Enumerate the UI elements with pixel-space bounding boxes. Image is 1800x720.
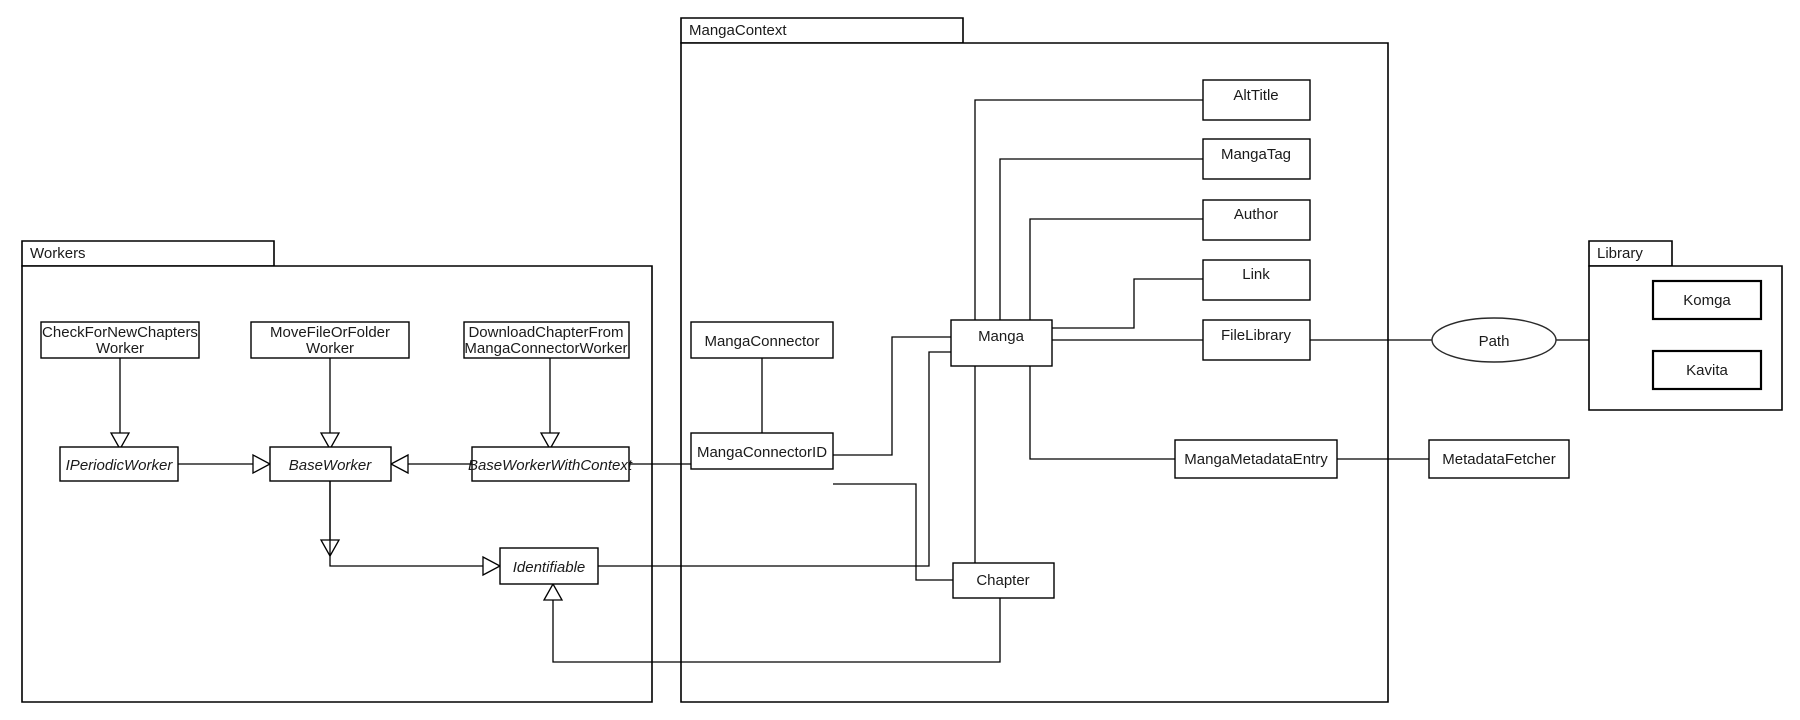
class-label: Komga — [1683, 292, 1731, 309]
class-label: MangaMetadataEntry — [1184, 451, 1328, 468]
class-box — [269, 446, 392, 482]
package-library-label: Library — [1597, 245, 1643, 262]
package-workers-body — [21, 265, 653, 703]
class-label: MangaConnector — [704, 333, 819, 350]
class-check-for-new-chapters-worker[interactable]: CheckForNewChapters Worker — [40, 321, 200, 359]
edge-chapter-to-identifiable — [552, 598, 1001, 663]
class-box — [1202, 79, 1311, 121]
class-label: Chapter — [976, 572, 1029, 589]
arrowhead-baseworker-left — [252, 453, 272, 475]
class-box — [1428, 439, 1570, 479]
class-label-line2: Worker — [306, 340, 354, 357]
class-box — [1174, 439, 1338, 479]
class-box — [59, 446, 179, 482]
class-manga[interactable]: Manga — [950, 319, 1053, 367]
class-box — [250, 321, 410, 359]
class-label: Path — [1479, 333, 1510, 350]
edge-manga-to-identifiable — [546, 351, 951, 567]
class-label: Manga — [978, 328, 1025, 345]
class-box — [1202, 138, 1311, 180]
class-filelibrary[interactable]: FileLibrary — [1202, 319, 1311, 361]
edge-manga-to-link — [1052, 278, 1203, 329]
path-ellipse — [1431, 317, 1557, 363]
class-mangatag[interactable]: MangaTag — [1202, 138, 1311, 180]
class-label: Identifiable — [513, 559, 586, 576]
class-label: AltTitle — [1233, 87, 1278, 104]
class-label-line1: CheckForNewChapters — [42, 324, 198, 341]
class-author[interactable]: Author — [1202, 199, 1311, 241]
package-mangacontext-label: MangaContext — [689, 22, 787, 39]
class-box — [1651, 349, 1763, 391]
class-identifiable[interactable]: Identifiable — [499, 547, 599, 585]
class-alttitle[interactable]: AltTitle — [1202, 79, 1311, 121]
edge-mangaconnectorid-to-chapter — [833, 483, 953, 581]
class-box — [690, 321, 834, 359]
class-label-line1: MoveFileOrFolder — [270, 324, 390, 341]
class-label: Kavita — [1686, 362, 1728, 379]
class-download-chapter-from-mangaconnector-worker[interactable]: DownloadChapterFrom MangaConnectorWorker — [463, 321, 630, 359]
class-iperiodicworker[interactable]: IPeriodicWorker — [59, 446, 179, 482]
class-box — [1202, 259, 1311, 301]
edge-layer — [109, 99, 1589, 663]
class-baseworker[interactable]: BaseWorker — [269, 446, 392, 482]
package-workers[interactable]: Workers — [21, 240, 653, 703]
class-box — [1202, 319, 1311, 361]
class-metadatafetcher[interactable]: MetadataFetcher — [1428, 439, 1570, 479]
class-mangaconnector[interactable]: MangaConnector — [690, 321, 834, 359]
arrowhead-iperiodic-top — [109, 432, 131, 451]
class-label: IPeriodicWorker — [66, 457, 174, 474]
class-box — [690, 432, 834, 470]
class-label: BaseWorkerWithContext — [468, 457, 633, 474]
edge-manga-to-alttitle — [974, 99, 1203, 320]
class-box — [471, 446, 630, 482]
edge-mangaconnectorid-to-manga — [833, 336, 951, 456]
class-box — [950, 319, 1053, 367]
edge-left-into-identifiable — [329, 481, 483, 567]
class-komga[interactable]: Komga — [1651, 279, 1763, 321]
class-link[interactable]: Link — [1202, 259, 1311, 301]
arrowhead-baseworker-top — [319, 432, 341, 451]
class-chapter[interactable]: Chapter — [952, 562, 1055, 599]
class-label: BaseWorker — [289, 457, 373, 474]
arrowhead-baseworker-right — [389, 453, 409, 475]
class-box — [952, 562, 1055, 599]
class-mangametadataentry[interactable]: MangaMetadataEntry — [1174, 439, 1338, 479]
class-label: Author — [1234, 206, 1278, 223]
class-box — [463, 321, 630, 359]
class-label-line2: Worker — [96, 340, 144, 357]
edge-manga-to-mangametadataentry — [1029, 366, 1175, 460]
class-label: MangaConnectorID — [697, 444, 827, 461]
class-label: FileLibrary — [1221, 327, 1292, 344]
class-label: MetadataFetcher — [1442, 451, 1555, 468]
arrowhead-identifiable-left — [482, 555, 502, 577]
class-label-line1: DownloadChapterFrom — [468, 324, 623, 341]
class-box — [499, 547, 599, 585]
class-label-line2: MangaConnectorWorker — [464, 340, 627, 357]
edge-manga-to-author — [1029, 218, 1203, 320]
class-kavita[interactable]: Kavita — [1651, 349, 1763, 391]
class-box — [1202, 199, 1311, 241]
class-box — [1651, 279, 1763, 321]
class-mangaconnectorid[interactable]: MangaConnectorID — [690, 432, 834, 470]
arrowhead-identifiable-bottom — [542, 582, 564, 601]
class-box — [40, 321, 200, 359]
class-baseworkerwithcontext[interactable]: BaseWorkerWithContext — [468, 446, 633, 482]
package-workers-label: Workers — [30, 245, 86, 262]
class-move-file-or-folder-worker[interactable]: MoveFileOrFolder Worker — [250, 321, 410, 359]
class-path[interactable]: Path — [1431, 317, 1557, 363]
class-label: MangaTag — [1221, 146, 1291, 163]
edge-manga-to-mangatag — [999, 158, 1203, 320]
class-label: Link — [1242, 266, 1270, 283]
arrowhead-bwwc-top — [539, 432, 561, 451]
